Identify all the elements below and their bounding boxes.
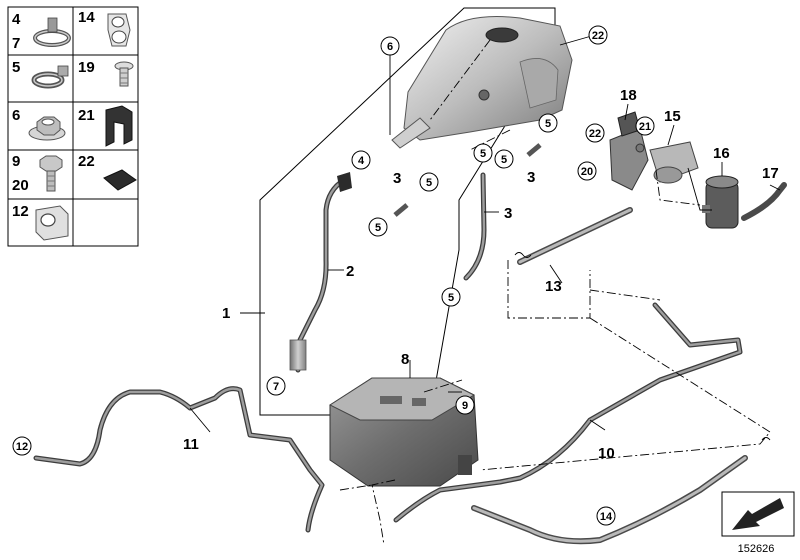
pipe-clip-icon: [107, 13, 131, 47]
grid-label-4: 4: [12, 11, 21, 28]
line-15-16: [687, 167, 712, 211]
callout-18: 18: [620, 87, 637, 104]
bold-callouts: 1 2 3 3 3 8 10 11 13 15 16 17 18: [183, 87, 779, 462]
next-page-arrow-icon[interactable]: [721, 491, 795, 537]
grid-label-14: 14: [78, 9, 95, 26]
callout-15: 15: [664, 108, 681, 125]
callout-circle-9: 9: [455, 395, 475, 415]
connection-dash-lines: [339, 129, 771, 546]
svg-text:22: 22: [592, 30, 604, 42]
callout-1: 1: [222, 305, 230, 322]
callout-3b: 3: [504, 205, 512, 222]
valve-group: [609, 111, 699, 191]
hex-bolt-icon: [39, 155, 63, 192]
callout-circle-5f: 5: [441, 287, 461, 307]
svg-text:5: 5: [426, 177, 432, 189]
hose-clamp-icon: [33, 17, 71, 47]
svg-text:5: 5: [375, 222, 381, 234]
svg-text:5: 5: [501, 154, 507, 166]
expanding-rivet-icon: [114, 61, 134, 87]
parts-grid: 4 7 14 5 19 6: [7, 6, 139, 247]
callout-circle-5e: 5: [368, 217, 388, 237]
rubber-mount-icon: [105, 105, 133, 147]
callout-17: 17: [762, 165, 779, 182]
svg-text:21: 21: [639, 121, 651, 133]
fuel-line-14: [471, 455, 748, 545]
fuel-line-10: [393, 302, 743, 523]
grid-label-12: 12: [12, 203, 29, 220]
callout-circle-7: 7: [266, 376, 286, 396]
svg-text:20: 20: [581, 166, 593, 178]
hose-piece-3a: [393, 203, 409, 217]
svg-text:7: 7: [273, 381, 279, 393]
svg-text:12: 12: [16, 441, 28, 453]
grid-label-9: 9: [12, 153, 20, 170]
callout-circle-5c: 5: [538, 113, 558, 133]
callout-8: 8: [401, 351, 409, 368]
svg-text:5: 5: [480, 148, 486, 160]
callout-circle-6: 6: [380, 36, 400, 56]
fuel-hose-2: [289, 172, 352, 373]
grid-label-21: 21: [78, 107, 95, 124]
svg-text:6: 6: [387, 41, 393, 53]
callout-16: 16: [713, 145, 730, 162]
callout-circle-22a: 22: [588, 25, 608, 45]
callout-circle-22b: 22: [585, 123, 605, 143]
callout-circle-5a: 5: [419, 172, 439, 192]
callout-2: 2: [346, 263, 354, 280]
svg-text:14: 14: [600, 511, 613, 523]
svg-text:22: 22: [589, 128, 601, 140]
grid-label-5: 5: [12, 59, 20, 76]
callout-circle-5d: 5: [494, 149, 514, 169]
callout-3c: 3: [527, 169, 535, 186]
hose-clamp-with-tab-icon: [31, 65, 69, 89]
cable-holder-icon: [35, 205, 69, 241]
filter-16: [702, 175, 739, 229]
vent-hose-3: [463, 172, 487, 281]
grid-label-6: 6: [12, 107, 20, 124]
circled-callouts: 4 5 5 5 5 5 5 6 7 9 12 14 20 21 22: [12, 25, 655, 526]
hose-17: [741, 182, 787, 221]
svg-text:9: 9: [462, 400, 468, 412]
grid-label-20: 20: [12, 177, 29, 194]
svg-text:5: 5: [545, 118, 551, 130]
svg-text:5: 5: [448, 292, 454, 304]
callout-10: 10: [598, 445, 615, 462]
callout-circle-4: 4: [351, 150, 371, 170]
callout-circle-12: 12: [12, 436, 32, 456]
leader-lines: [189, 34, 781, 433]
grid-label-22: 22: [78, 153, 95, 170]
hose-piece-3b: [526, 143, 542, 157]
callout-3a: 3: [393, 170, 401, 187]
callout-circle-14: 14: [596, 506, 616, 526]
foam-pad-icon: [103, 169, 137, 191]
callout-circle-20: 20: [577, 161, 597, 181]
callout-13: 13: [545, 278, 562, 295]
carbon-canister-8: [328, 377, 479, 487]
svg-text:4: 4: [358, 155, 365, 167]
callout-circle-21: 21: [635, 116, 655, 136]
callout-11: 11: [183, 436, 199, 453]
callout-circle-5b: 5: [473, 143, 493, 163]
grid-label-7: 7: [12, 35, 20, 52]
document-number: 152626: [738, 543, 775, 555]
assembly-outline: [259, 7, 556, 416]
expansion-tank: [391, 16, 573, 149]
hex-nut-with-washer-icon: [28, 116, 66, 141]
hose-13: [517, 207, 633, 265]
fuel-line-11: [33, 386, 325, 533]
grid-label-19: 19: [78, 59, 95, 76]
